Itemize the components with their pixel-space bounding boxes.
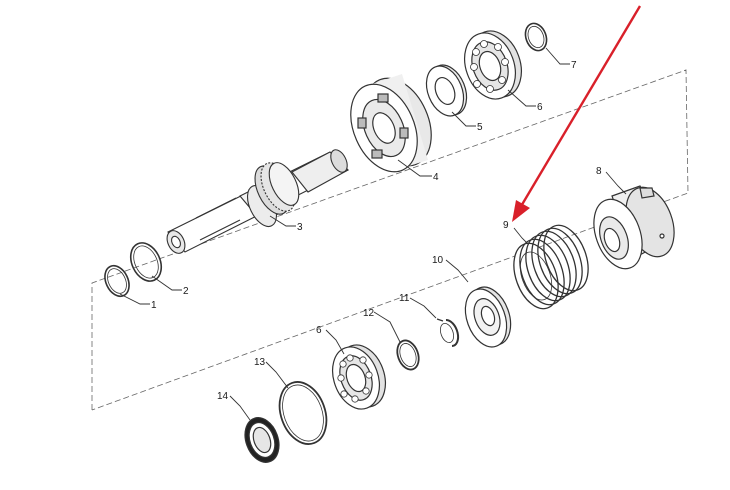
ball-bearing-6-top (464, 30, 522, 100)
part-label-12: 12 (363, 308, 375, 319)
ball-bearing-6-bottom (332, 344, 386, 410)
part-label-8: 8 (596, 166, 602, 177)
part-label-5: 5 (477, 122, 483, 133)
snap-ring-1 (104, 264, 130, 298)
o-ring-2 (129, 242, 163, 282)
thrust-washer-10 (464, 286, 512, 348)
snap-ring-7 (524, 22, 548, 52)
o-ring-12 (396, 339, 420, 371)
coupling-sleeve-8 (593, 185, 675, 270)
washer-5 (425, 64, 468, 117)
circlip-11 (436, 318, 460, 347)
red-pointer-arrow (512, 5, 642, 222)
part-label-6-bottom: 6 (316, 325, 322, 336)
part-label-9: 9 (503, 220, 509, 231)
part-label-7: 7 (571, 60, 577, 71)
part-label-11: 11 (399, 293, 410, 304)
part-label-2: 2 (183, 286, 189, 297)
part-label-4: 4 (433, 172, 439, 183)
part-label-10: 10 (432, 255, 444, 266)
o-ring-13 (278, 381, 328, 445)
part-label-14: 14 (217, 391, 229, 402)
part-label-6-top: 6 (537, 102, 543, 113)
hub-4 (350, 74, 432, 173)
assembly-boundary (91, 69, 689, 411)
part-labels: 1 2 3 4 5 6 7 8 9 10 11 12 6 13 14 (151, 60, 602, 402)
spring-9 (513, 224, 589, 310)
leader-lines (119, 47, 627, 421)
shaft-3 (166, 149, 349, 254)
seal-14 (244, 417, 280, 463)
part-label-1: 1 (151, 300, 157, 311)
part-label-13: 13 (254, 357, 266, 368)
part-label-3: 3 (297, 222, 303, 233)
